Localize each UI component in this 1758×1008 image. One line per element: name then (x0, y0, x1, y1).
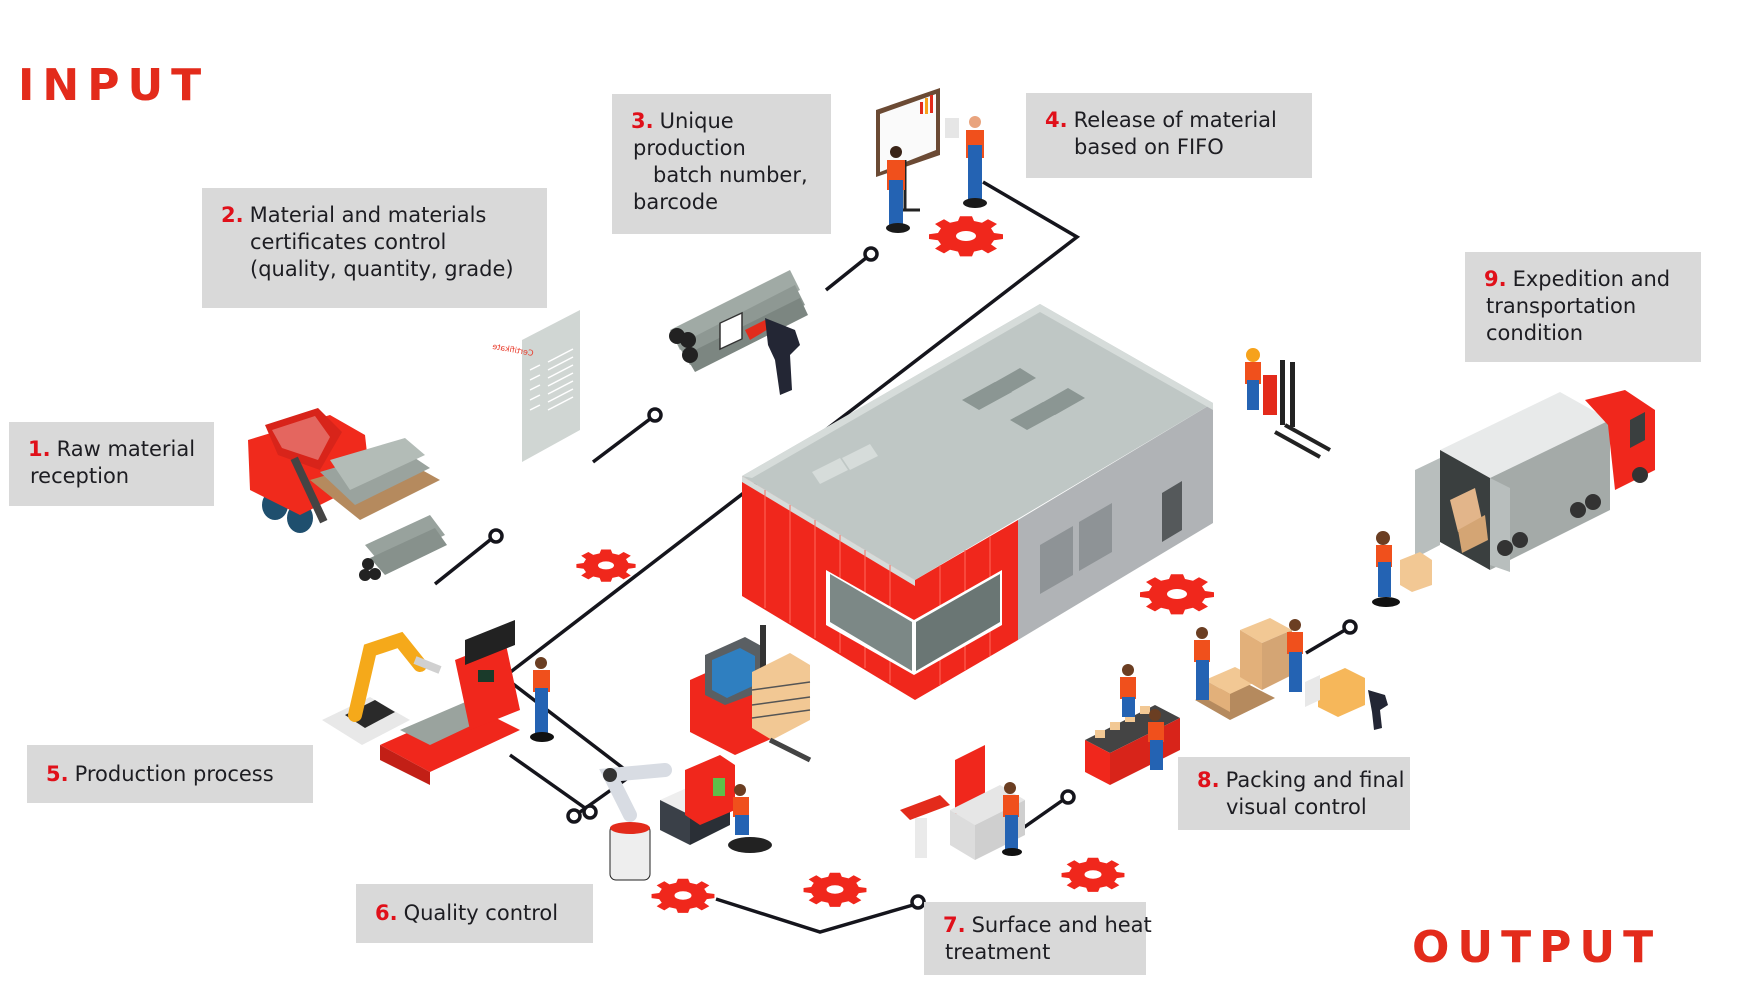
step-text: production (633, 136, 746, 160)
step-text: Raw material (56, 437, 196, 461)
step-4-box: 4.Release of material based on FIFO (1026, 93, 1312, 178)
step-text: visual control (1226, 795, 1367, 819)
connector-node (647, 407, 663, 423)
step-1-box: 1.Raw material reception (9, 422, 214, 506)
surface-treatment-machine-icon (900, 745, 1025, 860)
certificate-icon: Certifikate (492, 310, 580, 462)
step-text: transportation (1486, 294, 1637, 318)
step-7-box: 7.Surface and heat treatment (924, 902, 1152, 975)
step-number: 3. (631, 109, 654, 133)
delivery-truck-icon (1415, 390, 1655, 572)
step-text: Material and materials (249, 203, 487, 227)
output-label: OUTPUT (1412, 922, 1662, 973)
connector-1-2 (433, 538, 492, 586)
gear-icon (576, 549, 636, 582)
forklift-icon (248, 408, 440, 533)
step-text: Surface and heat (971, 913, 1152, 937)
connector-node (1342, 619, 1358, 635)
connector-node (910, 894, 926, 910)
step-text: condition (1486, 321, 1584, 345)
gear-icon (1061, 857, 1125, 892)
gear-icon (929, 216, 1003, 257)
step-number: 8. (1197, 768, 1220, 792)
step-text: batch number, (633, 163, 808, 187)
step-number: 6. (375, 901, 398, 925)
connector-8-9 (1305, 628, 1346, 655)
step-text: Packing and final (1225, 768, 1405, 792)
step-number: 4. (1045, 108, 1068, 132)
step-text: reception (30, 464, 130, 488)
step-text: Expedition and (1512, 267, 1671, 291)
connector-7-8 (1021, 798, 1065, 830)
step-number: 2. (221, 203, 244, 227)
step-number: 9. (1484, 267, 1507, 291)
pallet-truck-worker-icon (1245, 348, 1331, 459)
step-text: (quality, quantity, grade) (250, 257, 514, 281)
gear-icon (651, 878, 715, 913)
packing-conveyor-icon (1085, 664, 1180, 785)
trolley-worker-icon (1372, 531, 1432, 607)
robotic-production-line-icon (322, 620, 554, 785)
connector-5-6 (508, 753, 587, 810)
pallet-boxes-icon (1194, 618, 1388, 730)
step-2-box: 2.Material and materials certificates co… (202, 188, 547, 308)
step-text: Quality control (403, 901, 559, 925)
connector-node (863, 246, 879, 262)
connector-node (566, 808, 582, 824)
step-3-box: 3.Unique production batch number, barcod… (612, 94, 831, 234)
connector-node (582, 804, 598, 820)
connector-node (488, 528, 504, 544)
gear-icon (1140, 574, 1214, 615)
step-number: 1. (28, 437, 51, 461)
step-text: certificates control (250, 230, 447, 254)
robot-arm-operator-icon (599, 755, 772, 881)
step-text: Unique (659, 109, 734, 133)
step-5-box: 5.Production process (27, 745, 313, 803)
step-text: based on FIFO (1074, 135, 1224, 159)
step-8-box: 8.Packing and final visual control (1178, 757, 1410, 830)
connector-6-7 (715, 897, 914, 934)
connector-3-4 (824, 256, 868, 292)
step-text: Production process (74, 762, 274, 786)
warehouse-building-icon (742, 304, 1213, 700)
loaded-forklift-icon (690, 625, 812, 763)
input-label: INPUT (18, 60, 210, 111)
step-text: barcode (633, 190, 719, 214)
gear-icon (803, 872, 867, 907)
connector-2-3 (591, 417, 652, 464)
step-6-box: 6.Quality control (356, 884, 593, 943)
pipes-icon (359, 515, 447, 581)
step-number: 7. (943, 913, 966, 937)
step-9-box: 9.Expedition and transportation conditio… (1465, 252, 1701, 362)
pipes-barcode-scanner-icon (669, 270, 808, 395)
workers-whiteboard-icon (876, 88, 987, 233)
step-text: Release of material (1073, 108, 1277, 132)
step-text: treatment (945, 940, 1051, 964)
connector-node (1060, 789, 1076, 805)
step-number: 5. (46, 762, 69, 786)
